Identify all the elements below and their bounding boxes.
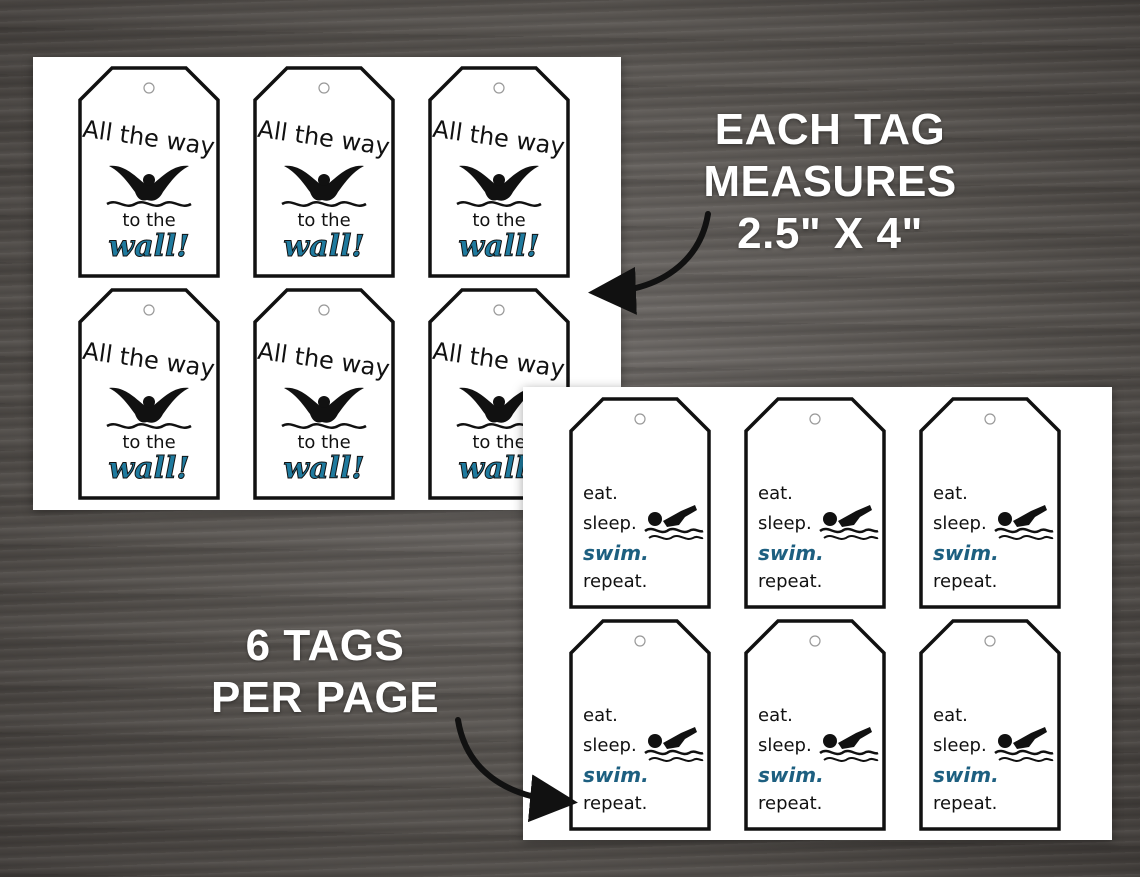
tag-line-sleep: sleep. [583, 513, 637, 534]
tag-line-eat: eat. [583, 705, 618, 726]
tag-line-swim: swim. [583, 763, 649, 787]
tag-line-sleep: sleep. [758, 735, 812, 756]
tag-line-repeat: repeat. [758, 571, 822, 592]
tag-line-swim: swim. [933, 541, 999, 565]
freestyle-swimmer-icon [994, 505, 1054, 540]
tag-line-repeat: repeat. [583, 793, 647, 814]
tag-line-sleep: sleep. [758, 513, 812, 534]
tags-per-page-caption: 6 TAGS PER PAGE [190, 620, 460, 724]
tag-line-swim: swim. [758, 541, 824, 565]
tag-line-repeat: repeat. [583, 571, 647, 592]
tag-line-to-the: to the [122, 210, 175, 231]
tag-line-wall: wall! [283, 451, 364, 486]
size-caption-line: MEASURES [703, 156, 957, 206]
tag-hole-icon [493, 304, 505, 316]
arrow-to-sheet-icon [455, 717, 578, 823]
tag-line-swim: swim. [758, 763, 824, 787]
butterfly-swimmer-icon [281, 387, 367, 429]
butterfly-swimmer-icon [456, 165, 542, 207]
gift-tag: eat. sleep. swim. repeat. [569, 397, 711, 609]
tag-line-to-the: to the [472, 210, 525, 231]
gift-tag: eat. sleep. swim. repeat. [919, 397, 1061, 609]
butterfly-swimmer-icon [106, 165, 192, 207]
tag-hole-icon [809, 635, 821, 647]
tag-hole-icon [143, 82, 155, 94]
size-caption-line: EACH TAG [714, 105, 946, 154]
tag-hole-icon [984, 413, 996, 425]
tag-hole-icon [634, 635, 646, 647]
tag-size-caption: EACH TAG MEASURES 2.5" X 4" [680, 104, 980, 260]
tag-line-eat: eat. [933, 705, 968, 726]
tag-line-to-the: to the [297, 432, 350, 453]
gift-tag: eat. sleep. swim. repeat. [744, 397, 886, 609]
freestyle-swimmer-icon [819, 727, 879, 762]
tag-line-sleep: sleep. [583, 735, 637, 756]
butterfly-swimmer-icon [106, 387, 192, 429]
tag-hole-icon [809, 413, 821, 425]
tag-line-swim: swim. [933, 763, 999, 787]
tag-line-repeat: repeat. [933, 793, 997, 814]
tag-line-repeat: repeat. [933, 571, 997, 592]
butterfly-swimmer-icon [281, 165, 367, 207]
tag-sheet-eat-sleep-swim: eat. sleep. swim. repeat. eat. sleep. swim. rep… [523, 387, 1112, 840]
tag-hole-icon [493, 82, 505, 94]
tag-line-to-the: to the [297, 210, 350, 231]
tag-line-sleep: sleep. [933, 513, 987, 534]
count-caption-line: 6 TAGS [245, 621, 405, 670]
gift-tag: eat. sleep. swim. repeat. [919, 619, 1061, 831]
tag-line-eat: eat. [758, 483, 793, 504]
tag-line-to-the: to the [122, 432, 175, 453]
size-caption-line: 2.5" X 4" [737, 208, 923, 258]
freestyle-swimmer-icon [994, 727, 1054, 762]
tag-line-to-the: to the [472, 432, 525, 453]
tag-line-wall: wall! [283, 229, 364, 264]
tag-line-swim: swim. [583, 541, 649, 565]
tag-hole-icon [318, 304, 330, 316]
tag-line-eat: eat. [758, 705, 793, 726]
tag-line-eat: eat. [583, 483, 618, 504]
tag-hole-icon [143, 304, 155, 316]
gift-tag: eat. sleep. swim. repeat. [744, 619, 886, 831]
freestyle-swimmer-icon [644, 727, 704, 762]
tag-line-wall: wall! [108, 229, 189, 264]
tag-line-wall: wall! [458, 229, 539, 264]
freestyle-swimmer-icon [819, 505, 879, 540]
arrow-to-tag-icon [588, 211, 711, 315]
gift-tag: eat. sleep. swim. repeat. [569, 619, 711, 831]
tag-line-sleep: sleep. [933, 735, 987, 756]
tag-line-eat: eat. [933, 483, 968, 504]
tag-line-repeat: repeat. [758, 793, 822, 814]
count-caption-line: PER PAGE [210, 672, 440, 722]
tag-hole-icon [318, 82, 330, 94]
tag-hole-icon [634, 413, 646, 425]
tag-line-wall: wall! [108, 451, 189, 486]
freestyle-swimmer-icon [644, 505, 704, 540]
tag-hole-icon [984, 635, 996, 647]
